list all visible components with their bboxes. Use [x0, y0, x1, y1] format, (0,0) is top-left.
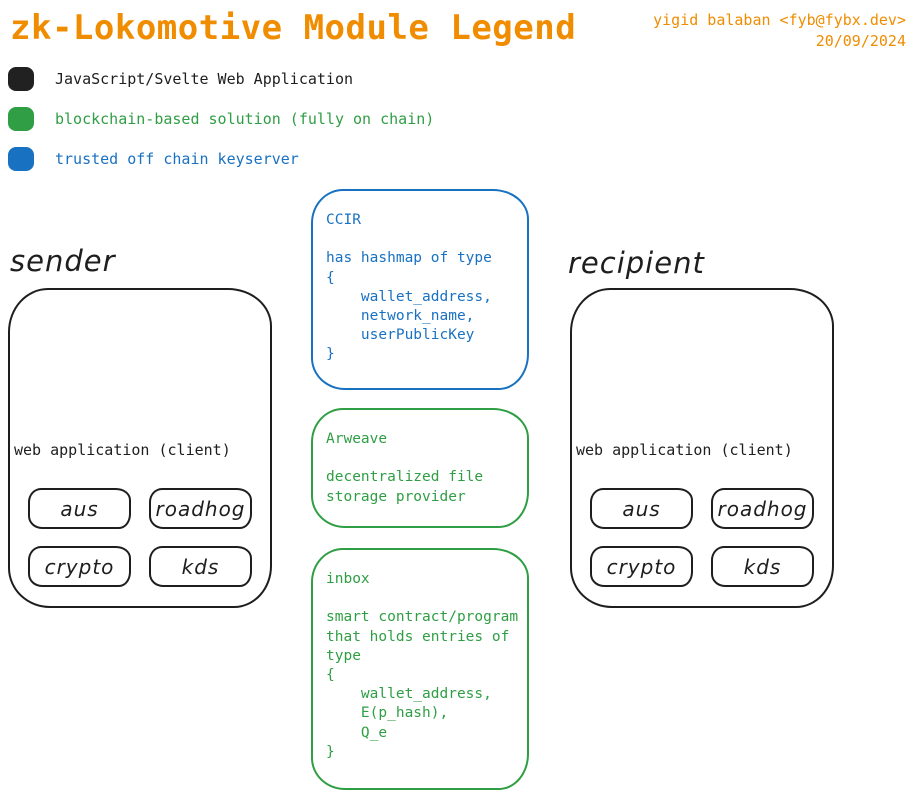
sender-module-aus: aus: [28, 488, 131, 529]
module-label: aus: [622, 496, 661, 521]
recipient-module-crypto: crypto: [590, 546, 693, 587]
ccir-box: CCIR has hashmap of type { wallet_addres…: [311, 189, 529, 390]
legend-item-label: JavaScript/Svelte Web Application: [55, 70, 354, 88]
module-label: roadhog: [717, 496, 808, 521]
legend-item-label: trusted off chain keyserver: [55, 150, 299, 168]
recipient-module-roadhog: roadhog: [711, 488, 814, 529]
recipient-module-kds: kds: [711, 546, 814, 587]
arweave-text: Arweave decentralized file storage provi…: [326, 431, 484, 505]
page-title: zk-Lokomotive Module Legend: [10, 8, 577, 48]
module-label: crypto: [606, 554, 677, 579]
sender-module-roadhog: roadhog: [149, 488, 252, 529]
inbox-box: inbox smart contract/program that holds …: [311, 548, 529, 790]
inbox-text: inbox smart contract/program that holds …: [326, 571, 519, 760]
arweave-box: Arweave decentralized file storage provi…: [311, 408, 529, 528]
ccir-text: CCIR has hashmap of type { wallet_addres…: [326, 212, 492, 363]
sender-label: sender: [10, 244, 116, 278]
onchain-color-swatch: [8, 107, 34, 131]
module-label: kds: [181, 554, 220, 579]
module-label: roadhog: [155, 496, 246, 521]
module-label: crypto: [44, 554, 115, 579]
date-line: 20/09/2024: [815, 32, 906, 50]
webapp-color-swatch: [8, 67, 34, 91]
author-line: yigid balaban <fyb@fybx.dev>: [653, 11, 906, 29]
legend-item-webapp: JavaScript/Svelte Web Application: [8, 67, 353, 91]
legend-item-keyserver: trusted off chain keyserver: [8, 147, 299, 171]
module-label: kds: [743, 554, 782, 579]
module-label: aus: [60, 496, 99, 521]
sender-module-kds: kds: [149, 546, 252, 587]
sender-client-label: web application (client): [14, 441, 231, 459]
recipient-client-label: web application (client): [576, 441, 793, 459]
keyserver-color-swatch: [8, 147, 34, 171]
recipient-module-aus: aus: [590, 488, 693, 529]
byline: yigid balaban <fyb@fybx.dev> 20/09/2024: [653, 10, 906, 52]
sender-module-crypto: crypto: [28, 546, 131, 587]
legend-item-label: blockchain-based solution (fully on chai…: [55, 110, 435, 128]
legend-item-onchain: blockchain-based solution (fully on chai…: [8, 107, 434, 131]
recipient-label: recipient: [568, 246, 705, 280]
